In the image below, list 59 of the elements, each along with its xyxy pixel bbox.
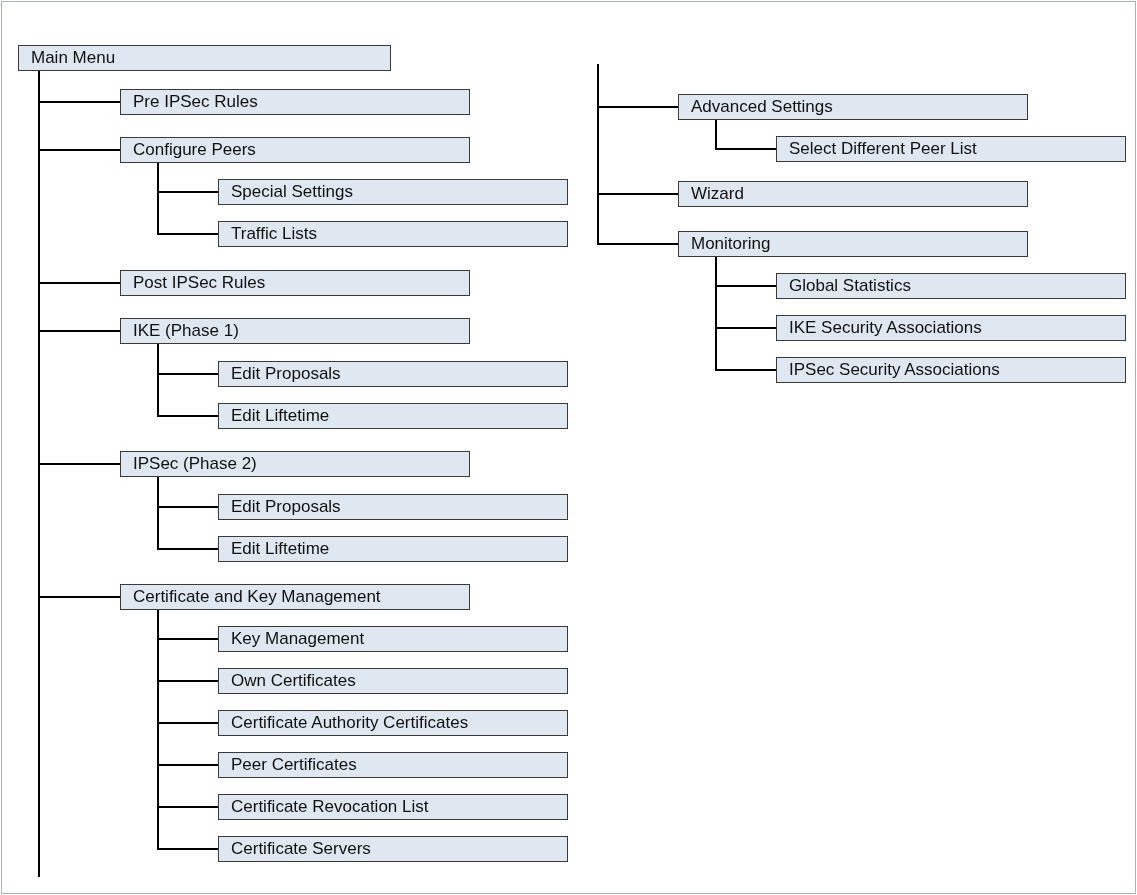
connector-line — [157, 343, 219, 417]
menu-item-label: Peer Certificates — [231, 755, 357, 775]
menu-item-box — [678, 231, 1028, 257]
menu-item-box — [218, 752, 568, 778]
menu-item-label: Edit Liftetime — [231, 539, 330, 559]
menu-item-box — [218, 836, 568, 862]
menu-item-label: Post IPSec Rules — [133, 273, 266, 293]
menu-item-box — [776, 315, 1126, 341]
menu-item-label: Key Management — [231, 629, 365, 649]
menu-item-box — [120, 89, 470, 115]
connector-line — [157, 609, 219, 850]
menu-item-label: IPSec (Phase 2) — [133, 454, 257, 474]
menu-item-box — [18, 45, 391, 71]
menu-item-box — [218, 361, 568, 387]
menu-item-label: Special Settings — [231, 182, 353, 202]
menu-item-box — [218, 668, 568, 694]
menu-item-box — [120, 318, 470, 344]
menu-item-box — [218, 626, 568, 652]
menu-item-label: Certificate and Key Management — [133, 587, 381, 607]
menu-item-box — [218, 794, 568, 820]
menu-item-box — [120, 451, 470, 477]
connector-line — [157, 476, 219, 550]
menu-item-label: Certificate Authority Certificates — [231, 713, 469, 733]
menu-item-box — [776, 136, 1126, 162]
connector-line — [157, 162, 219, 235]
menu-item-label: Advanced Settings — [691, 97, 833, 117]
menu-item-label: Edit Liftetime — [231, 406, 330, 426]
menu-item-label: Select Different Peer List — [789, 139, 977, 159]
menu-item-box — [218, 710, 568, 736]
menu-item-label: IKE (Phase 1) — [133, 321, 239, 341]
menu-item-box — [218, 536, 568, 562]
connector-line — [597, 63, 679, 245]
menu-item-label: IPSec Security Associations — [789, 360, 1000, 380]
menu-item-label: Monitoring — [691, 234, 771, 254]
menu-item-box — [776, 273, 1126, 299]
menu-item-box — [218, 494, 568, 520]
menu-item-label: Edit Proposals — [231, 497, 341, 517]
menu-item-box — [678, 181, 1028, 207]
menu-item-box — [776, 357, 1126, 383]
menu-item-label: Edit Proposals — [231, 364, 341, 384]
menu-item-box — [218, 403, 568, 429]
menu-item-box — [678, 94, 1028, 120]
menu-item-box — [120, 584, 470, 610]
connector-line — [715, 119, 777, 150]
menu-item-label: Main Menu — [31, 48, 116, 68]
menu-item-label: Certificate Revocation List — [231, 797, 429, 817]
menu-item-label: Traffic Lists — [231, 224, 317, 244]
menu-item-label: Global Statistics — [789, 276, 911, 296]
menu-item-label: Wizard — [691, 184, 744, 204]
menu-item-box — [120, 137, 470, 163]
menu-item-label: Certificate Servers — [231, 839, 371, 859]
menu-item-label: Configure Peers — [133, 140, 256, 160]
menu-item-box — [218, 179, 568, 205]
menu-item-box — [120, 270, 470, 296]
connector-line — [715, 256, 777, 371]
menu-item-label: IKE Security Associations — [789, 318, 982, 338]
menu-item-label: Own Certificates — [231, 671, 356, 691]
menu-item-box — [218, 221, 568, 247]
menu-item-label: Pre IPSec Rules — [133, 92, 258, 112]
